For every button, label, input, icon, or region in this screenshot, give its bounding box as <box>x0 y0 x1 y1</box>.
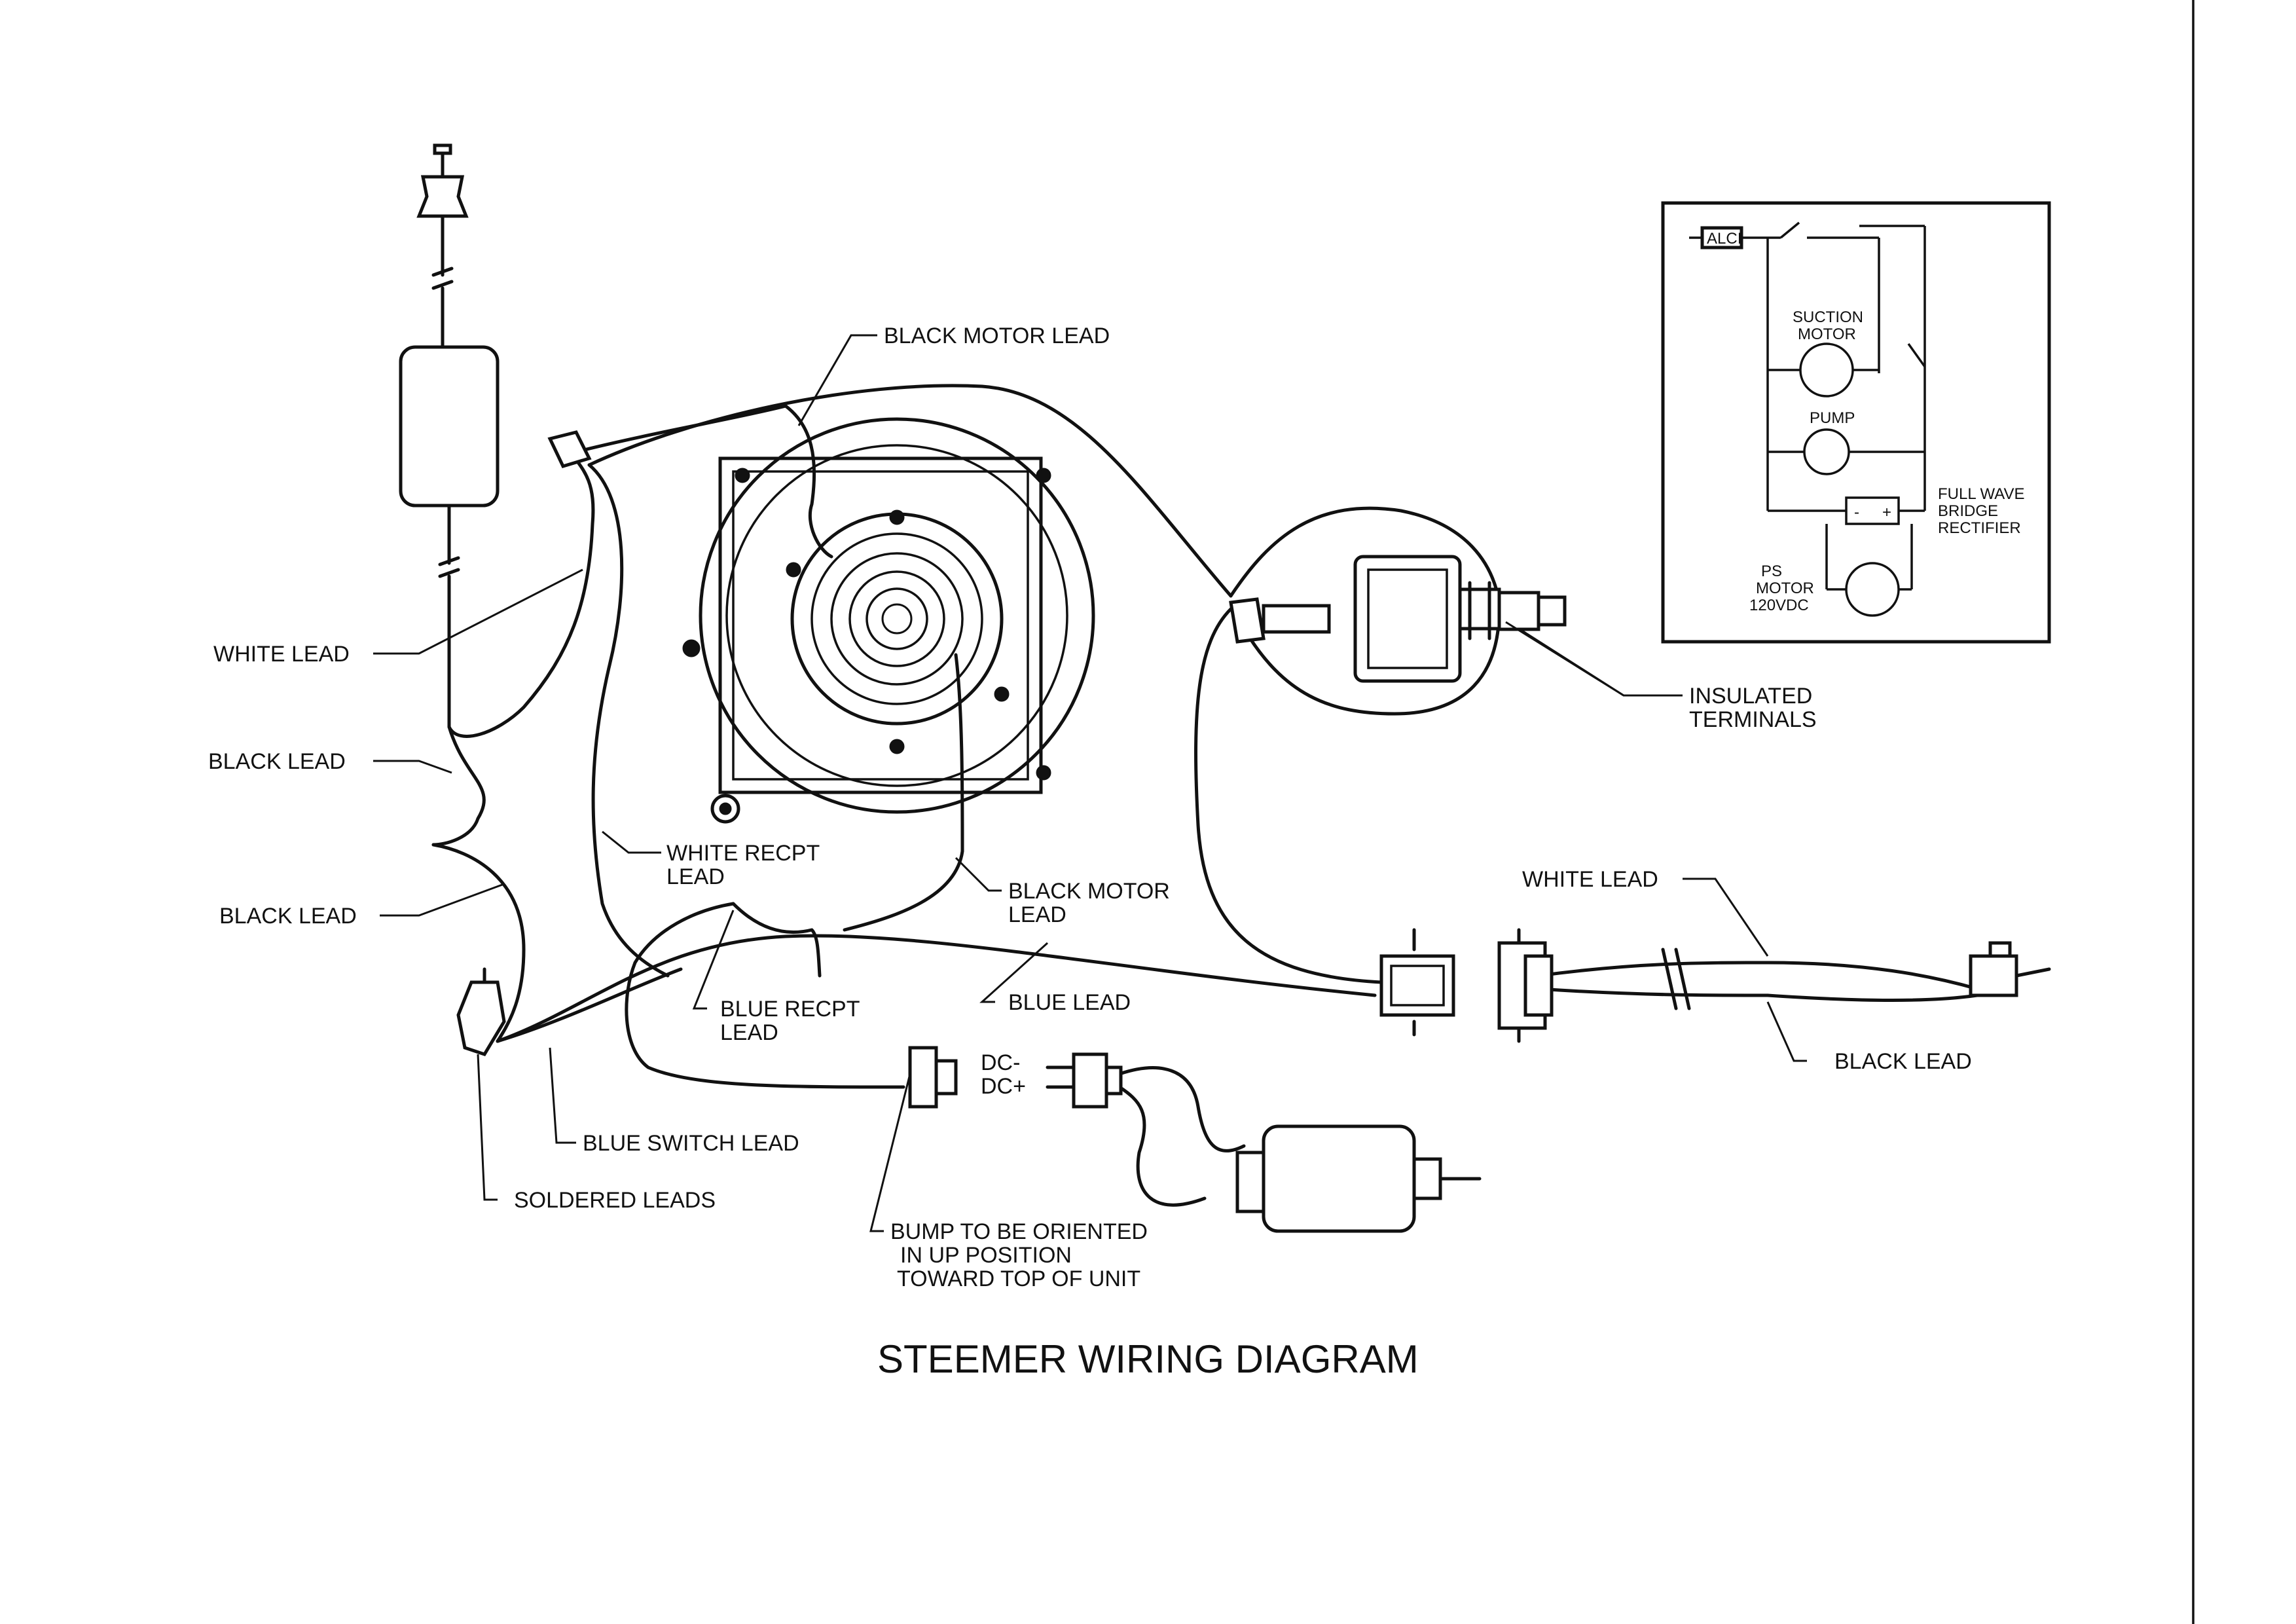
label-blue-lead: BLUE LEAD <box>1008 990 1131 1015</box>
leader-lines <box>373 334 1807 1232</box>
label-insulated-terminals-1: INSULATED <box>1689 684 1812 709</box>
connector-icon <box>1379 928 2051 1043</box>
switch-icon <box>456 967 506 1057</box>
rectifier-plus: + <box>1882 504 1891 521</box>
label-blue-switch-lead: BLUE SWITCH LEAD <box>583 1131 799 1156</box>
label-dc-plus: DC+ <box>981 1074 1026 1099</box>
alci-module-icon <box>399 345 500 507</box>
suction-motor-label-2: MOTOR <box>1798 325 1856 343</box>
label-white-lead-left: WHITE LEAD <box>213 642 350 667</box>
suction-motor-assembly <box>682 417 1095 824</box>
label-black-motor-lead-mid-2: LEAD <box>1008 902 1066 927</box>
label-blue-recpt-lead-1: BLUE RECPT <box>720 997 860 1022</box>
label-bump-3: TOWARD TOP OF UNIT <box>897 1266 1140 1291</box>
dc-motor-icon <box>1235 1124 1482 1233</box>
dc-connector-icon <box>908 1046 1123 1109</box>
rectifier-icon: - + <box>1845 496 1900 525</box>
label-white-recpt-lead-1: WHITE RECPT <box>666 841 820 866</box>
wire-runs <box>431 384 1979 1207</box>
label-black-lead-right: BLACK LEAD <box>1834 1049 1972 1074</box>
alci-icon: ALCI <box>1689 226 1743 249</box>
ps-motor-label-3: 120VDC <box>1749 597 1809 614</box>
labels: BLACK MOTOR LEAD WHITE LEAD BLACK LEAD B… <box>208 323 1972 1291</box>
label-soldered-leads: SOLDERED LEADS <box>514 1188 716 1213</box>
schematic-inset: ALCI SUCTION MOTOR PUMP - + <box>1661 201 2051 644</box>
suction-motor-label-1: SUCTION <box>1793 308 1863 326</box>
pump-icon: PUMP <box>1803 409 1855 475</box>
plug-icon <box>416 143 469 349</box>
rectifier-label-3: RECTIFIER <box>1938 519 2021 537</box>
hose-connector-assembly <box>1229 506 1567 716</box>
rectifier-minus: - <box>1854 504 1859 521</box>
ps-motor-label-1: PS <box>1761 563 1782 580</box>
label-white-lead-right: WHITE LEAD <box>1522 867 1658 892</box>
label-bump-2: IN UP POSITION <box>900 1243 1072 1268</box>
ps-motor-icon <box>1845 562 1900 617</box>
label-dc-minus: DC- <box>981 1050 1020 1075</box>
suction-motor-icon: SUCTION MOTOR <box>1793 308 1863 397</box>
label-black-motor-lead-mid-1: BLACK MOTOR <box>1008 879 1170 904</box>
label-white-recpt-lead-2: LEAD <box>666 864 725 889</box>
ps-motor-label-2: MOTOR <box>1756 580 1814 597</box>
label-blue-recpt-lead-2: LEAD <box>720 1020 778 1045</box>
schematic-alci-label: ALCI <box>1707 230 1741 248</box>
label-black-lead-upper: BLACK LEAD <box>208 749 346 774</box>
label-bump-1: BUMP TO BE ORIENTED <box>890 1219 1148 1244</box>
fuse-cap-icon <box>547 430 592 469</box>
pump-label: PUMP <box>1810 409 1855 427</box>
page-title: STEEMER WIRING DIAGRAM <box>877 1337 1419 1381</box>
label-insulated-terminals-2: TERMINALS <box>1689 707 1817 732</box>
label-black-lead-lower: BLACK LEAD <box>219 904 357 929</box>
rectifier-label-2: BRIDGE <box>1938 502 1998 520</box>
label-black-motor-lead-top: BLACK MOTOR LEAD <box>884 323 1110 348</box>
power-cord <box>399 143 500 729</box>
rectifier-label-1: FULL WAVE <box>1938 485 2024 503</box>
